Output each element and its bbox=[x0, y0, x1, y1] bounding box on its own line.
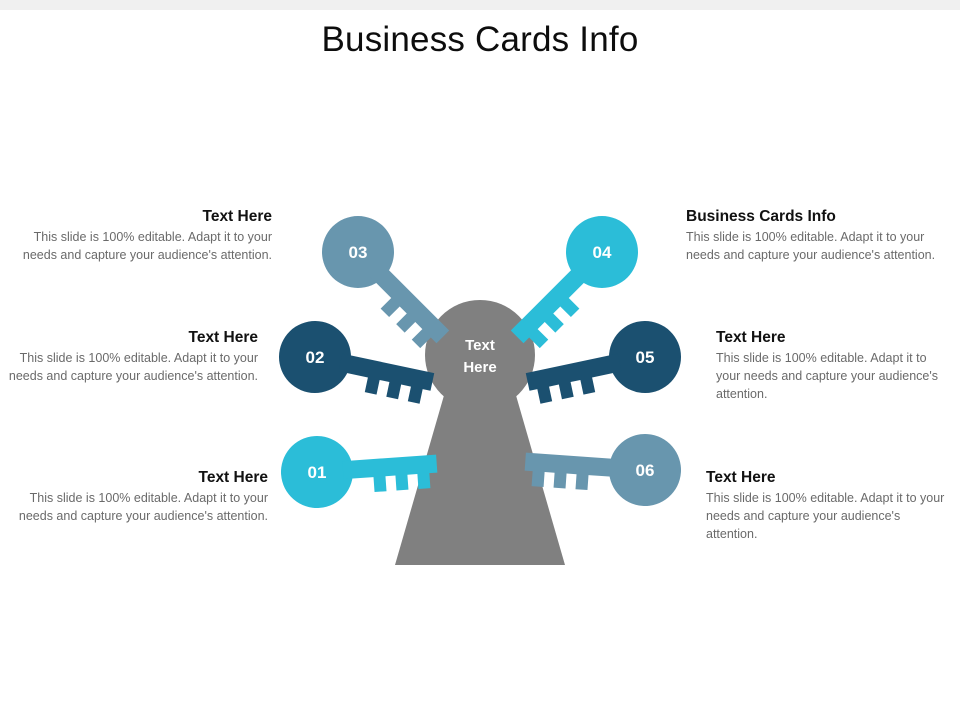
text-block-01: Text Here This slide is 100% editable. A… bbox=[18, 468, 268, 526]
text-block-05-body: This slide is 100% editable. Adapt it to… bbox=[716, 351, 938, 401]
text-block-02-body: This slide is 100% editable. Adapt it to… bbox=[8, 351, 258, 384]
slide-top-band bbox=[0, 0, 960, 10]
key-03-number: 03 bbox=[349, 243, 368, 262]
key-04-number: 04 bbox=[593, 243, 612, 262]
center-label-line1: Text bbox=[465, 337, 495, 354]
text-block-04-heading: Business Cards Info bbox=[686, 208, 836, 225]
key-05[interactable] bbox=[520, 314, 688, 418]
text-block-05-heading: Text Here bbox=[716, 329, 786, 346]
key-06[interactable] bbox=[522, 425, 684, 509]
key-06-number: 06 bbox=[636, 461, 655, 480]
text-block-05: Text Here This slide is 100% editable. A… bbox=[716, 328, 951, 404]
text-block-02: Text Here This slide is 100% editable. A… bbox=[8, 328, 258, 386]
text-block-06-body: This slide is 100% editable. Adapt it to… bbox=[706, 491, 945, 541]
text-block-02-heading: Text Here bbox=[188, 329, 259, 346]
text-block-04-body: This slide is 100% editable. Adapt it to… bbox=[686, 230, 936, 263]
text-block-03-heading: Text Here bbox=[202, 208, 273, 225]
key-02[interactable] bbox=[272, 314, 440, 418]
center-keyhole-shape bbox=[395, 300, 565, 565]
text-block-04: Business Cards Info This slide is 100% e… bbox=[686, 207, 941, 265]
text-block-03-body: This slide is 100% editable. Adapt it to… bbox=[22, 230, 272, 263]
text-block-06-heading: Text Here bbox=[706, 469, 776, 486]
text-block-06: Text Here This slide is 100% editable. A… bbox=[706, 468, 951, 544]
keyhole-diagram: 03 04 02 05 01 bbox=[260, 180, 700, 580]
key-05-number: 05 bbox=[636, 348, 655, 367]
page-title: Business Cards Info bbox=[321, 20, 639, 59]
text-block-01-heading: Text Here bbox=[198, 469, 269, 486]
text-block-01-body: This slide is 100% editable. Adapt it to… bbox=[18, 491, 268, 524]
key-01-number: 01 bbox=[308, 463, 327, 482]
key-02-number: 02 bbox=[306, 348, 325, 367]
center-label-line2: Here bbox=[463, 359, 496, 376]
text-block-03: Text Here This slide is 100% editable. A… bbox=[22, 207, 272, 265]
